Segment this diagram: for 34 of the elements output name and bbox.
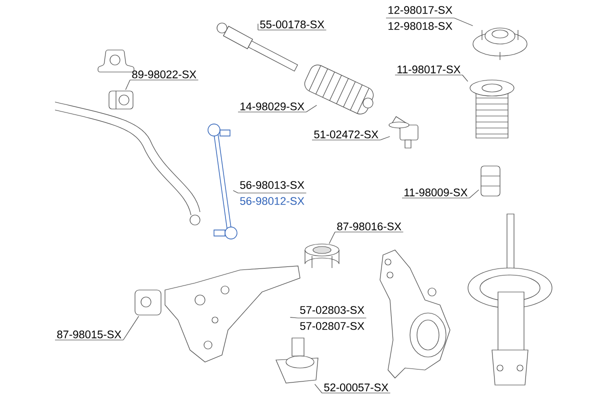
part-number-label: 11-98009-SX bbox=[402, 188, 470, 198]
top-mount-drawing bbox=[472, 28, 528, 60]
part-number-label: 57-02803-SX 57-02807-SX bbox=[298, 306, 367, 330]
part-number-label: 14-98029-SX bbox=[238, 102, 307, 112]
bushing-drawing bbox=[304, 244, 340, 268]
leader-line bbox=[380, 136, 390, 140]
leader-line bbox=[122, 316, 140, 340]
leader-line bbox=[328, 232, 336, 244]
boot-drawing bbox=[304, 64, 374, 114]
part-number-label: 89-98022-SX bbox=[130, 70, 199, 80]
ball-joint-drawing bbox=[276, 338, 318, 384]
leader-line bbox=[462, 74, 468, 82]
bump-stop-drawing bbox=[480, 166, 500, 196]
ball-joint-drawing bbox=[388, 116, 418, 148]
leader-line bbox=[454, 18, 474, 26]
control-arm-drawing bbox=[164, 266, 300, 362]
part-number-label: 87-98016-SX bbox=[334, 222, 404, 232]
leader-line bbox=[290, 317, 298, 318]
leader-line bbox=[232, 190, 238, 194]
leader-line bbox=[306, 104, 317, 112]
stabilizer-link-drawing bbox=[208, 124, 238, 240]
bump-boot-drawing bbox=[470, 80, 514, 138]
bushing-drawing bbox=[134, 290, 162, 316]
bushing-drawing bbox=[108, 90, 134, 110]
part-number-label: 12-98017-SX 12-98018-SX bbox=[386, 6, 455, 30]
part-number-label: 51-02472-SX bbox=[312, 130, 381, 140]
leader-line bbox=[125, 80, 130, 90]
leader-line bbox=[469, 190, 480, 198]
part-number-label: 87-98015-SX bbox=[54, 330, 124, 340]
part-number-label: 52-00057-SX bbox=[322, 384, 391, 394]
part-number-label: 11-98017-SX bbox=[394, 66, 463, 76]
part-number-label: 55-00178-SX bbox=[258, 20, 327, 30]
part-number-label: 56-98013-SX 56-98012-SX bbox=[238, 181, 307, 205]
leader-line bbox=[314, 384, 322, 394]
